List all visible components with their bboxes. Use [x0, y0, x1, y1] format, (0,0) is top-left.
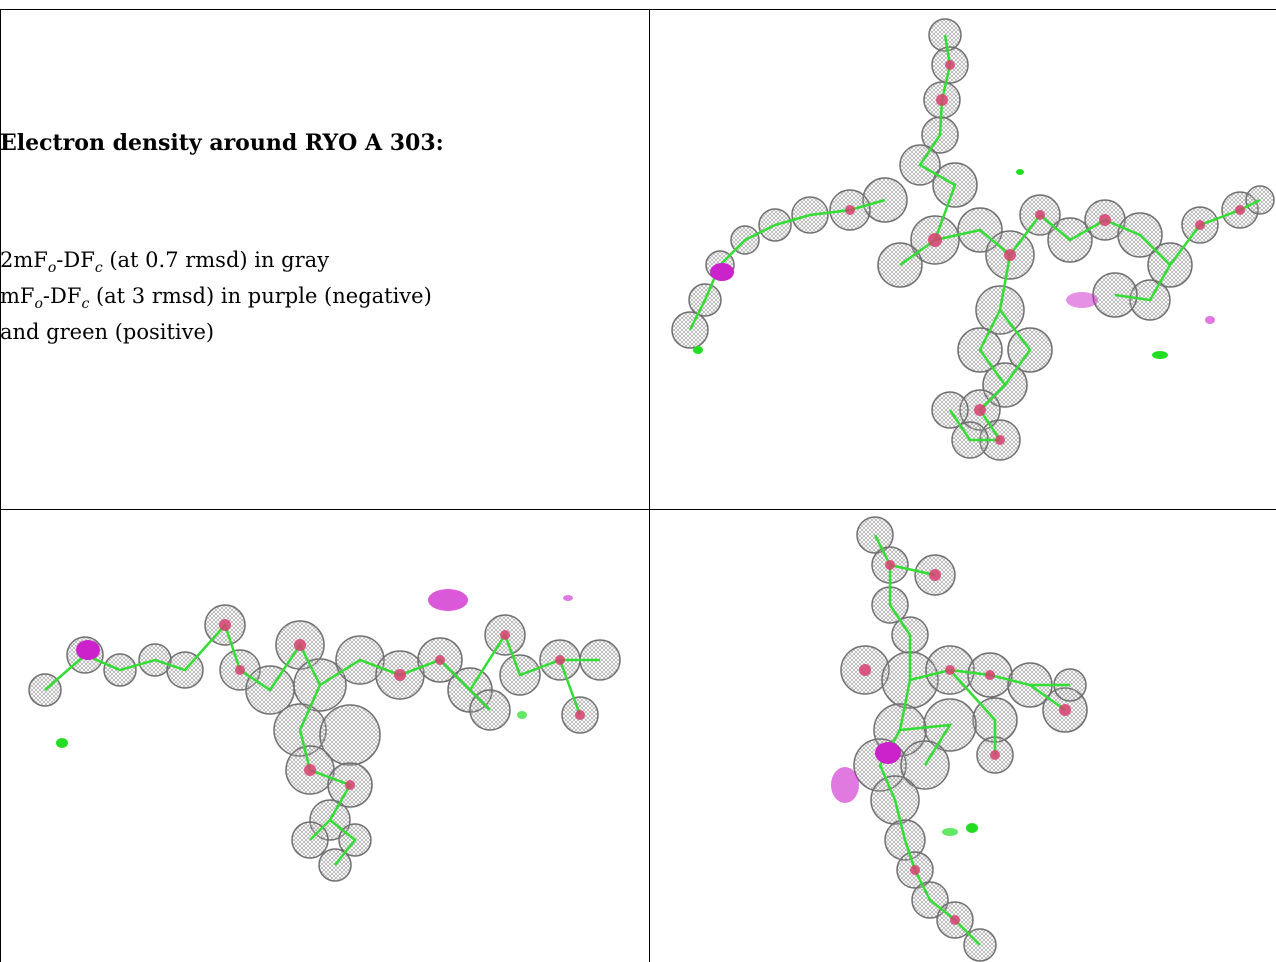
density-image-3: [831, 516, 1088, 962]
border-center: [649, 9, 650, 962]
view-top-right: [650, 10, 1276, 508]
caption-line-2mfo: 2mFo-DFc (at 0.7 rmsd) in gray: [0, 248, 330, 277]
border-left: [0, 9, 1, 962]
view-bottom-right: [650, 510, 1276, 962]
border-top: [0, 9, 1276, 10]
caption-title: Electron density around RYO A 303:: [0, 130, 444, 156]
caption-line-mfo: mFo-DFc (at 3 rmsd) in purple (negative): [0, 284, 432, 313]
caption-line-3: and green (positive): [0, 320, 215, 344]
caption-cell: Electron density around RYO A 303: 2mFo-…: [0, 0, 648, 508]
density-image-1: [671, 18, 1275, 461]
density-image-2: [28, 589, 621, 882]
border-middle: [0, 509, 1276, 510]
view-bottom-left: [0, 510, 648, 962]
